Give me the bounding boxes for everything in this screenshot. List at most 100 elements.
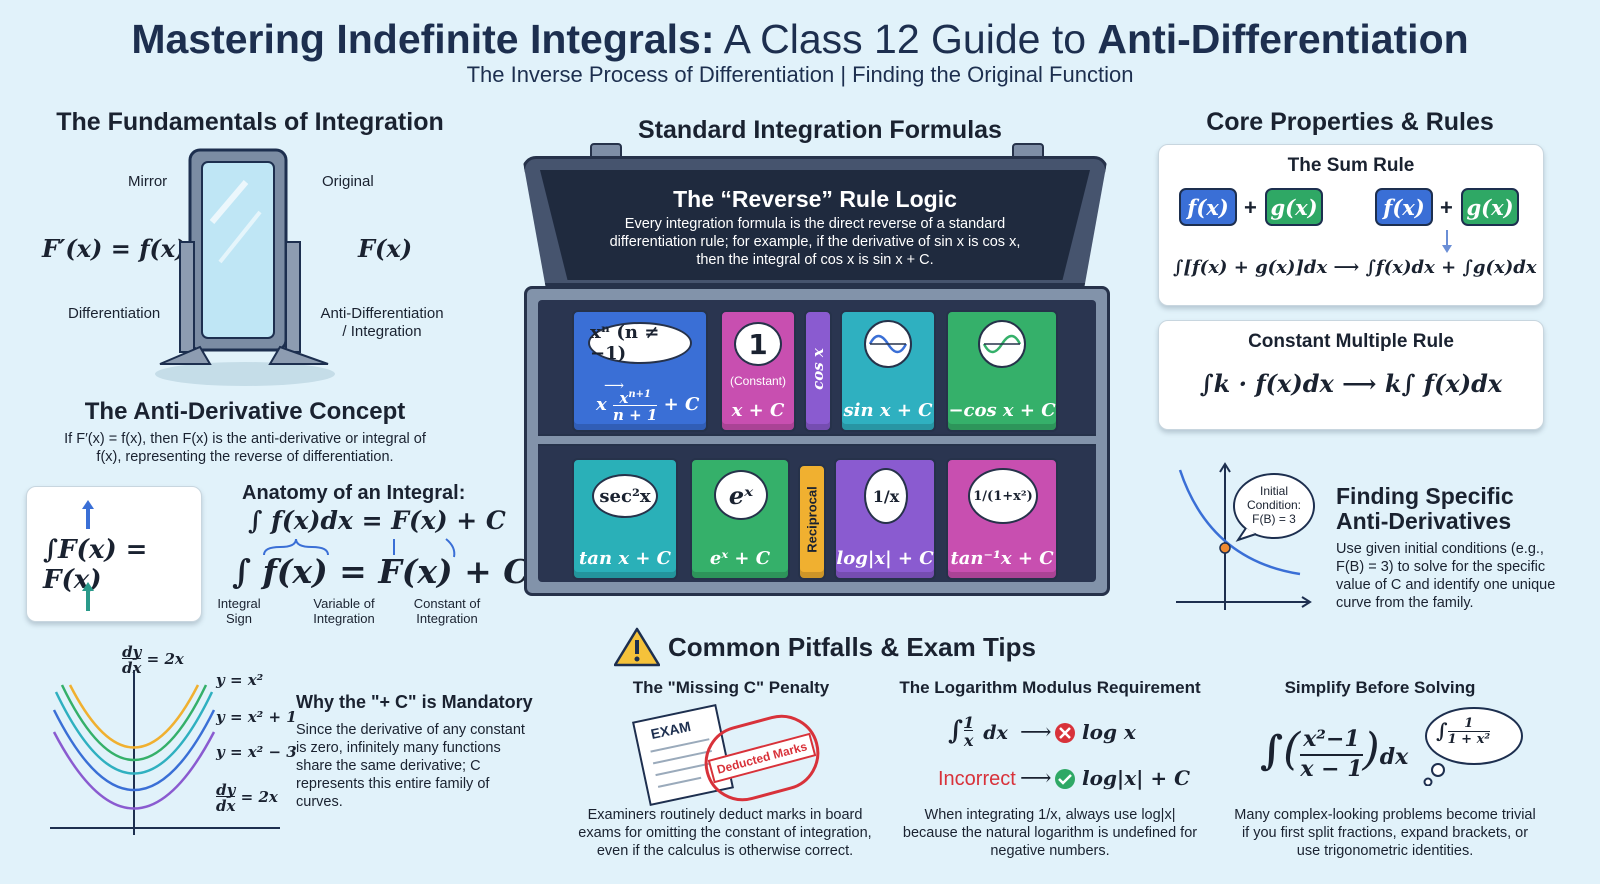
core-title: Core Properties & Rules [1206, 108, 1494, 136]
constant-oval: 1 [734, 322, 782, 366]
lid-text: Every integration formula is the direct … [609, 216, 1021, 268]
anti-differentiation-label: Anti-Differentiation/ Integration [320, 305, 444, 340]
anatomy-brackets [263, 538, 456, 558]
wrong-cross-icon [1055, 723, 1075, 743]
integral-card-equation: ∫F(x) = F(x) [43, 535, 148, 595]
mandatory-c-title: Why the "+ C" is Mandatory [296, 692, 533, 712]
spine-reciprocal-label: Reciprocal [804, 486, 820, 553]
constant-multiple-equation: ∫k · f(x)dx ⟶ k∫ f(x)dx [1199, 369, 1503, 398]
sine-wave-icon [978, 320, 1026, 368]
book-sec2: sec²x tan x + C [572, 458, 678, 580]
mirror-illustration [155, 148, 335, 386]
arrow-up-icon [82, 500, 94, 529]
integral-card: ∫F(x) = F(x) [26, 486, 202, 622]
arrow-down-icon [1442, 230, 1452, 253]
book-exp: eˣ eˣ + C [690, 458, 790, 580]
log-right: log|x| + C [1082, 766, 1190, 790]
thought-bubble [1423, 707, 1523, 786]
original-label: Original [322, 173, 374, 190]
exp-oval: eˣ [714, 470, 768, 520]
book-cos-integral: sin x + C [840, 310, 936, 432]
missing-c-text: Examiners routinely deduct marks in boar… [578, 807, 872, 859]
title-part3: Anti-Differentiation [1097, 16, 1469, 62]
anatomy-equation-big: ∫ f(x) = F(x) + C [232, 552, 530, 591]
spine-cos-label: cos x [809, 348, 827, 390]
toolbox-title: Standard Integration Formulas [638, 116, 1002, 144]
reciprocal-result: log|x| + C [836, 548, 934, 569]
anatomy-title: Anatomy of an Integral: [242, 482, 466, 504]
sin-integral-result: −cos x + C [948, 400, 1056, 421]
mandatory-c-text: Since the derivative of any constant is … [296, 722, 525, 810]
initial-condition-graph [1176, 462, 1312, 610]
log-wrong: log x [1082, 720, 1136, 744]
simplify-title: Simplify Before Solving [1284, 678, 1476, 697]
cosine-wave-icon [864, 320, 912, 368]
arctan-oval: 1/(1+x²) [968, 468, 1038, 524]
lid-title: The “Reverse” Rule Logic [673, 186, 957, 212]
check-icon [1055, 769, 1075, 789]
sec2-oval: sec²x [592, 474, 658, 518]
original-function: F(x) [358, 234, 413, 263]
sum-rule-card: The Sum Rule f(x) + g(x) f(x) + g(x) ∫[f… [1158, 144, 1544, 306]
arrow-up-icon [82, 582, 94, 611]
antiderivative-text: If F′(x) = f(x), then F(x) is the anti-d… [64, 431, 426, 465]
page-title: Mastering Indefinite Integrals: A Class … [0, 14, 1600, 64]
curve-label-1: y = x² [216, 671, 264, 689]
shelf [538, 434, 1096, 446]
exam-label: EXAM [649, 717, 693, 743]
specific-text: Use given initial conditions (e.g., F(B)… [1336, 541, 1556, 611]
f-box: f(x) [1375, 188, 1433, 226]
book-reciprocal: 1/x log|x| + C [834, 458, 936, 580]
sum-rule-equation: ∫[f(x) + g(x)]dx ⟶ ∫f(x)dx + ∫g(x)dx [1173, 257, 1537, 278]
pitfalls-title: Common Pitfalls & Exam Tips [668, 632, 1036, 662]
constant-sub: (Constant) [729, 374, 787, 388]
curve-label-2: y = x² + 1 [216, 708, 297, 726]
arctan-result: tan⁻¹x + C [950, 548, 1054, 569]
plus-sign: + [1244, 195, 1257, 220]
exp-result: eˣ + C [709, 548, 771, 569]
log-title: The Logarithm Modulus Requirement [899, 678, 1201, 697]
log-arrow: ⟶ [1020, 720, 1052, 745]
book-spine-cos: cos x [804, 310, 832, 432]
log-arrow-2: ⟶ [1020, 766, 1052, 791]
sec2-result: tan x + C [578, 548, 671, 569]
derivative-equation: F′(x) = f(x) [42, 234, 187, 263]
missing-c-title: The "Missing C" Penalty [632, 678, 830, 697]
title-part1: Mastering Indefinite Integrals: [131, 16, 715, 62]
arrow-right-icon: ⟶ [604, 378, 625, 394]
antiderivative-title: The Anti-Derivative Concept [84, 398, 406, 425]
log-text: When integrating 1/x, always use log|x| … [902, 807, 1198, 859]
power-rule-oval: xⁿ (n ≠ −1) [588, 322, 692, 364]
constant-multiple-title: Constant Multiple Rule [1248, 331, 1454, 352]
incorrect-label: Incorrect [938, 768, 1016, 790]
sum-rule-title: The Sum Rule [1287, 155, 1415, 176]
book-sin-integral: −cos x + C [946, 310, 1058, 432]
f-box: f(x) [1179, 188, 1237, 226]
book-arctan: 1/(1+x²) tan⁻¹x + C [946, 458, 1058, 580]
simplify-text: Many complex-looking problems become tri… [1234, 807, 1536, 859]
book-constant: 1 (Constant) x + C [720, 310, 796, 432]
title-part2: A Class 12 Guide to [714, 16, 1098, 62]
curve-label-3: y = x² − 3 [216, 743, 297, 761]
g-box: g(x) [1461, 188, 1519, 226]
anatomy-equation-small: ∫ f(x)dx = F(x) + C [248, 506, 506, 535]
g-box: g(x) [1265, 188, 1323, 226]
family-of-curves-graph [50, 670, 280, 835]
constant-multiple-card: Constant Multiple Rule ∫k · f(x)dx ⟶ k∫ … [1158, 320, 1544, 430]
page-subtitle: The Inverse Process of Differentiation |… [466, 62, 1134, 87]
warning-icon [614, 627, 660, 667]
cos-integral-result: sin x + C [843, 400, 933, 421]
constant-result: x + C [731, 400, 785, 421]
fundamentals-title: The Fundamentals of Integration [56, 108, 444, 136]
book-spine-reciprocal: Reciprocal [798, 464, 826, 580]
